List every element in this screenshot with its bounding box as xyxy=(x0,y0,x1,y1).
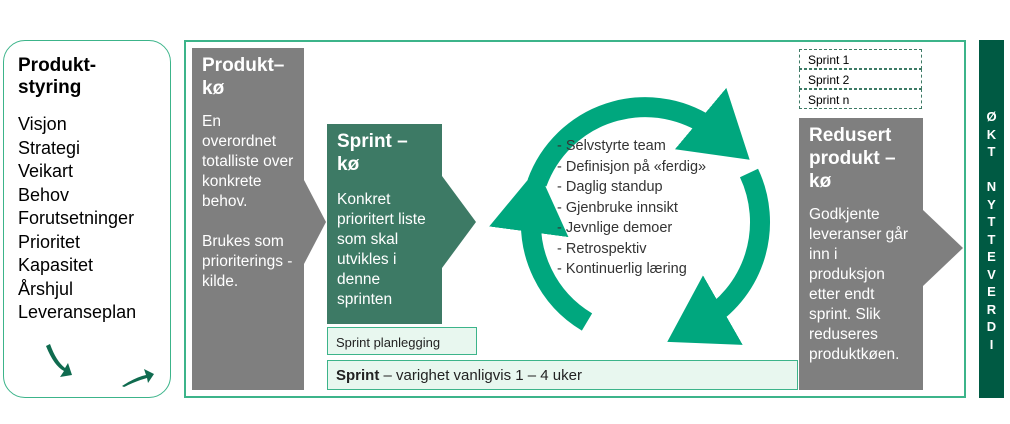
okt-letter: T xyxy=(987,231,996,247)
produkt-ko-text1: En overordnet totalliste over konkrete b… xyxy=(202,113,294,210)
produktstyring-item: Prioritet xyxy=(18,231,81,252)
okt-letter: D xyxy=(986,319,997,334)
practice-item: - Jevnlige demoer xyxy=(557,220,673,236)
produktstyring-item: Behov xyxy=(18,184,70,205)
okt-letter: R xyxy=(986,301,997,317)
okt-letter: E xyxy=(987,249,996,264)
sprint-ko-arrow xyxy=(442,176,476,268)
okt-letter: N xyxy=(986,179,997,194)
cycle-arrow-top xyxy=(527,87,750,187)
sprint-planning-box: Sprint planlegging xyxy=(327,327,477,355)
okt-letter xyxy=(979,161,1004,179)
practice-item: - Gjenbruke innsikt xyxy=(557,199,678,216)
sprint-process-frame xyxy=(184,40,966,398)
sprint-n-box: Sprint n xyxy=(799,89,922,109)
produkt-ko-title: Produkt–kø xyxy=(202,55,285,99)
produktstyring-item: Leveranseplan xyxy=(18,302,137,322)
practice-item: - Kontinuerlig læring xyxy=(557,261,687,277)
produktstyring-item: Kapasitet xyxy=(18,255,94,275)
produkt-ko-arrow xyxy=(304,180,326,264)
cycle-arrow-right xyxy=(667,168,771,345)
practice-item: - Selvstyrte team xyxy=(557,138,666,154)
sprint-duration-bar: Sprint – varighet vanligvis 1 – 4 uker xyxy=(327,360,798,390)
sprint-ko-box: Sprint – kø Konkret prioritert liste som… xyxy=(327,124,442,324)
okt-letter: K xyxy=(986,126,997,142)
produktstyring-item: Strategi xyxy=(18,137,81,158)
okt-letter: I xyxy=(989,336,994,352)
sprint-ko-text: Konkret prioritert liste som skal utvikl… xyxy=(337,191,426,308)
okt-letter: T xyxy=(987,144,996,159)
practice-item: - Daglig standup xyxy=(557,179,663,195)
produkt-ko-text2: Brukes som prioriterings -kilde. xyxy=(202,233,293,290)
redusert-produkt-ko-box: Redusert produkt – kø Godkjente leverans… xyxy=(799,118,923,390)
okt-letter: Y xyxy=(987,196,996,212)
sprint-1-box: Sprint 1 xyxy=(799,49,922,69)
produktstyring-item: Veikart xyxy=(18,161,74,181)
sprint-2-box: Sprint 2 xyxy=(799,69,922,89)
produkt-ko-box: Produkt–kø En overordnet totalliste over… xyxy=(192,48,304,390)
practice-item: - Definisjon på «ferdig» xyxy=(557,158,707,175)
curved-arrow-icons xyxy=(46,344,154,387)
practices-list: - Selvstyrte team - Definisjon på «ferdig… xyxy=(557,136,706,280)
okt-letter: E xyxy=(987,284,996,299)
sprint-ko-title: Sprint – kø xyxy=(337,131,408,175)
cycle-arrow-left xyxy=(489,168,593,331)
practice-item: - Retrospektiv xyxy=(557,240,647,257)
okt-letter: V xyxy=(987,266,996,282)
redusert-text: Godkjente leveranser går inn i produksjo… xyxy=(809,206,909,363)
produktstyring-item: Årshjul xyxy=(18,278,74,299)
produktstyring-title: Produkt-styring xyxy=(18,55,97,98)
produktstyring-item: Forutsetninger xyxy=(18,208,135,228)
okt-letter: Ø xyxy=(986,109,997,124)
okt-letter: T xyxy=(987,214,996,229)
produktstyring-item: Visjon xyxy=(18,114,67,134)
redusert-title: Redusert produkt – kø xyxy=(809,125,896,192)
redusert-arrow xyxy=(923,210,963,286)
